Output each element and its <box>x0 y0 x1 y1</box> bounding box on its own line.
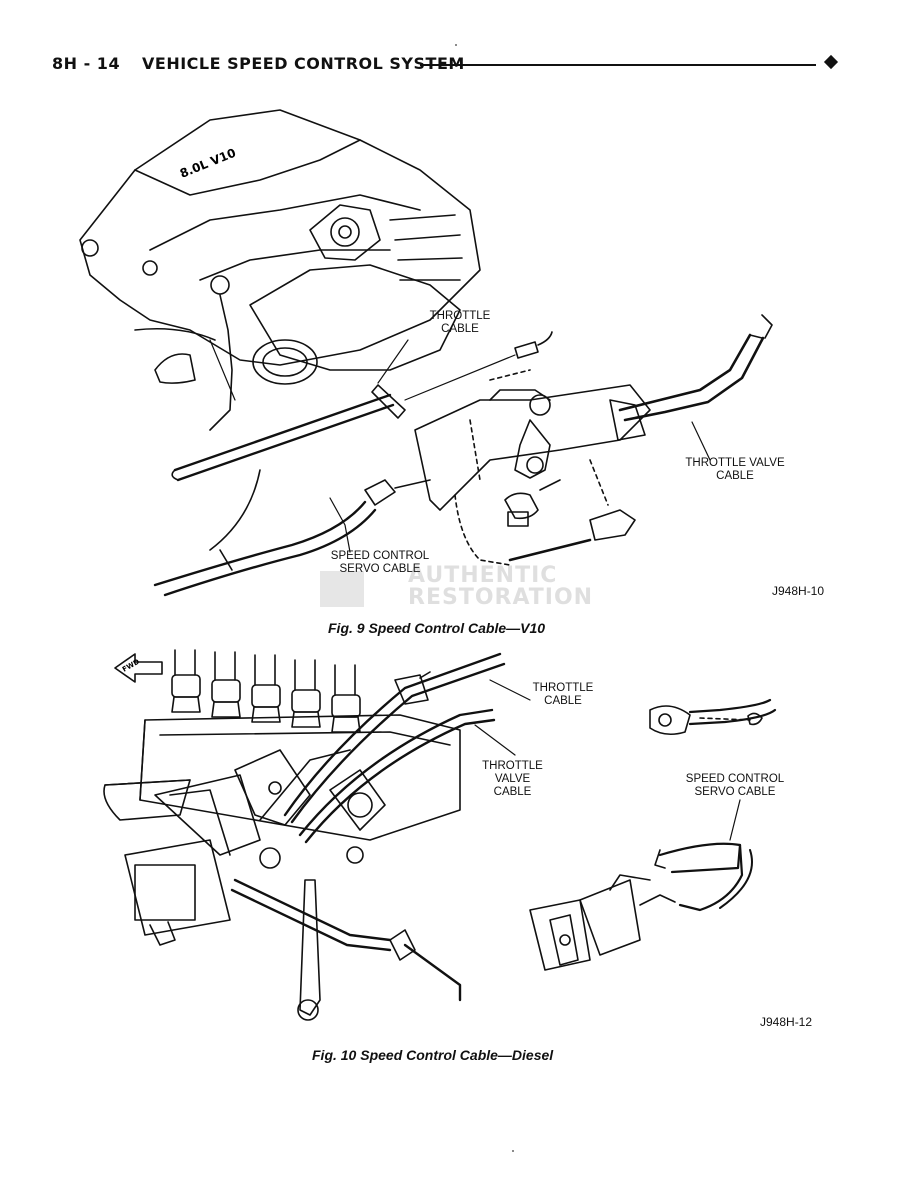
figure-9-illustration: 8.0L V10 <box>79 109 773 597</box>
section-number: 8H - 14 <box>52 54 121 73</box>
fwd-arrow-icon: FWD <box>121 658 141 674</box>
label-speed-control-servo-cable-diesel: SPEED CONTROL SERVO CABLE <box>685 773 785 798</box>
scan-speck <box>455 44 457 46</box>
label-speed-control-servo-cable-v10: SPEED CONTROL SERVO CABLE <box>330 550 430 575</box>
figure-10-code: J948H-12 <box>760 1015 813 1029</box>
watermark: AUTHENTIC RESTORATION <box>320 565 600 615</box>
label-throttle-cable-v10: THROTTLE CABLE <box>429 310 491 335</box>
mopar-logo-icon <box>320 571 364 607</box>
engine-badge: 8.0L V10 <box>178 146 238 181</box>
label-throttle-valve-cable-v10: THROTTLE VALVE CABLE <box>685 457 785 482</box>
page-title: VEHICLE SPEED CONTROL SYSTEM <box>142 54 465 73</box>
figure-10-caption: Fig. 10 Speed Control Cable—Diesel <box>312 1047 554 1063</box>
label-throttle-valve-cable-diesel: THROTTLE VALVE CABLE <box>482 760 543 798</box>
figure-9-v10-diagram: 8.0L V10 THROTTLE CABLE THROTTLE VALVE C… <box>60 100 850 610</box>
figure-9-code: J948H-10 <box>772 584 825 598</box>
page-header: 8H - 14 VEHICLE SPEED CONTROL SYSTEM <box>52 52 842 76</box>
scan-speck <box>512 1150 514 1152</box>
figure-9-caption: Fig. 9 Speed Control Cable—V10 <box>328 620 546 636</box>
label-throttle-cable-diesel: THROTTLE CABLE <box>532 682 594 707</box>
diamond-icon <box>823 54 839 70</box>
figure-10-illustration: FWD <box>103 649 777 1021</box>
header-rule <box>420 64 816 66</box>
watermark-text: AUTHENTIC RESTORATION <box>408 563 594 610</box>
figure-10-diesel-diagram: FWD THROTTLE CABLE THROTTLE VALVE CABLE … <box>60 640 850 1040</box>
